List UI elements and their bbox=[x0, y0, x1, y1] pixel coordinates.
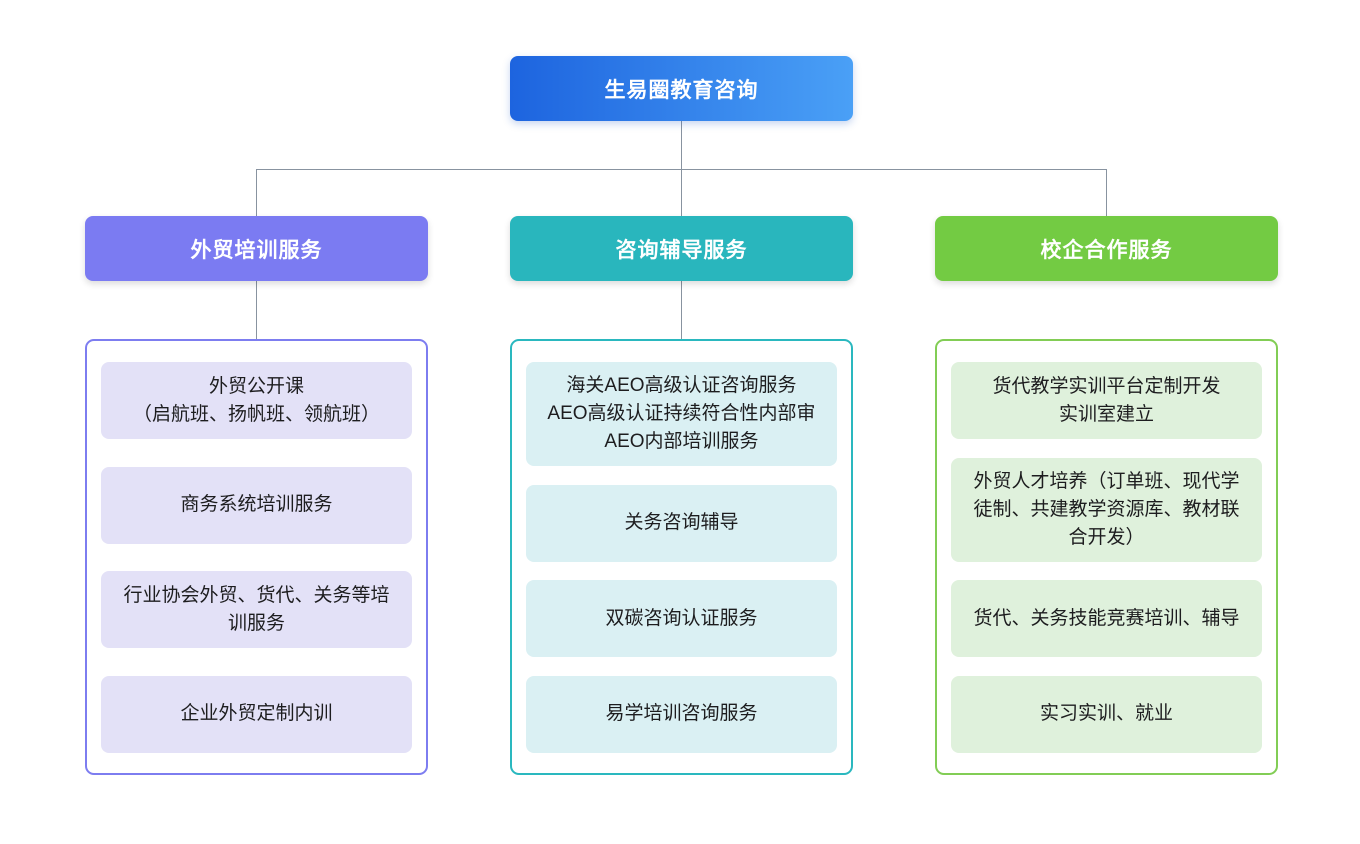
connector-drop-branch2 bbox=[681, 169, 682, 216]
branch-header-label: 校企合作服务 bbox=[1040, 238, 1173, 262]
service-node[interactable]: 实习实训、就业 bbox=[951, 675, 1262, 753]
connector-drop-branch3 bbox=[1106, 169, 1107, 216]
service-node[interactable]: 双碳咨询认证服务 bbox=[526, 580, 837, 658]
connector-feeder-branch2 bbox=[681, 281, 682, 339]
service-node[interactable]: 企业外贸定制内训 bbox=[101, 675, 412, 753]
root-label: 生易圈教育咨询 bbox=[604, 78, 759, 102]
service-node[interactable]: 海关AEO高级认证咨询服务 AEO高级认证持续符合性内部审 AEO内部培训服务 bbox=[526, 362, 837, 466]
branch-header-label: 咨询辅导服务 bbox=[615, 238, 748, 262]
service-node[interactable]: 关务咨询辅导 bbox=[526, 484, 837, 562]
branch-header-label: 外贸培训服务 bbox=[190, 238, 323, 262]
branch-group-consulting-coaching: 海关AEO高级认证咨询服务 AEO高级认证持续符合性内部审 AEO内部培训服务 … bbox=[510, 339, 853, 775]
service-node[interactable]: 外贸人才培养（订单班、现代学徒制、共建教学资源库、教材联合开发） bbox=[951, 457, 1262, 562]
service-node[interactable]: 货代、关务技能竞赛培训、辅导 bbox=[951, 580, 1262, 658]
branch-header-consulting-coaching[interactable]: 咨询辅导服务 bbox=[510, 216, 853, 281]
service-node[interactable]: 商务系统培训服务 bbox=[101, 466, 412, 544]
branch-header-foreign-trade-training[interactable]: 外贸培训服务 bbox=[85, 216, 428, 281]
connector-drop-branch1 bbox=[256, 169, 257, 216]
root-node[interactable]: 生易圈教育咨询 bbox=[510, 56, 853, 121]
connector-root-stem bbox=[681, 121, 682, 169]
branch-header-school-enterprise[interactable]: 校企合作服务 bbox=[935, 216, 1278, 281]
service-node[interactable]: 易学培训咨询服务 bbox=[526, 675, 837, 753]
branch-group-school-enterprise: 货代教学实训平台定制开发 实训室建立 外贸人才培养（订单班、现代学徒制、共建教学… bbox=[935, 339, 1278, 775]
branch-group-foreign-trade-training: 外贸公开课 （启航班、扬帆班、领航班） 商务系统培训服务 行业协会外贸、货代、关… bbox=[85, 339, 428, 775]
connector-feeder-branch1 bbox=[256, 281, 257, 339]
service-node[interactable]: 货代教学实训平台定制开发 实训室建立 bbox=[951, 362, 1262, 439]
service-node[interactable]: 外贸公开课 （启航班、扬帆班、领航班） bbox=[101, 362, 412, 439]
service-node[interactable]: 行业协会外贸、货代、关务等培训服务 bbox=[101, 571, 412, 649]
